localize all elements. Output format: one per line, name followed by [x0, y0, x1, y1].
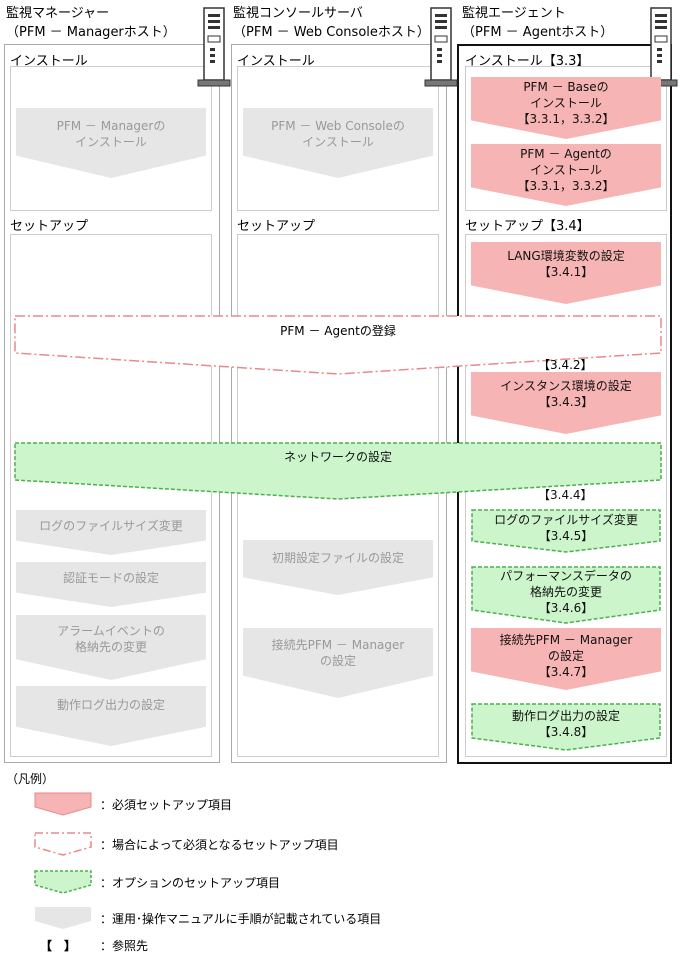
- manager-column-title: 監視マネージャー: [6, 6, 110, 21]
- legend-title: （凡例）: [6, 772, 55, 786]
- agent-setup-label: セットアップ【3.4】: [465, 219, 590, 234]
- agent-column-header: 監視エージェント （PFM － Agentホスト）: [462, 4, 613, 42]
- server-icon: [197, 7, 231, 87]
- legend-reference-text: ：参照先: [100, 939, 149, 953]
- agent-column-host: （PFM － Agentホスト）: [462, 25, 614, 40]
- agent-action-log-step: 動作ログ出力の設定【3.4.8】: [471, 703, 661, 751]
- agent-perf-data-step: パフォーマンスデータの格納先の変更【3.4.6】: [471, 566, 661, 624]
- agent-install-label: インストール【3.3】: [465, 54, 590, 69]
- legend-manual-text: ：運用･操作マニュアルに手順が記載されている項目: [100, 912, 382, 926]
- webconsole-column-host: （PFM － Web Consoleホスト）: [233, 25, 430, 40]
- legend-optional-swatch: [34, 870, 92, 894]
- manager-column-header: 監視マネージャー （PFM － Managerホスト）: [6, 4, 176, 42]
- legend-conditional-swatch: [34, 832, 92, 856]
- legend-optional-text: ：オプションのセットアップ項目: [100, 876, 281, 890]
- network-setting-ref: 【3.4.4】: [538, 488, 593, 502]
- legend-bracket-symbol: 【 】: [40, 939, 77, 953]
- legend-required-text: ：必須セットアップ項目: [100, 798, 233, 812]
- manager-install-label: インストール: [10, 54, 88, 69]
- register-agent-step: PFM － Agentの登録 【3.4.2】: [14, 315, 662, 375]
- network-setting-step: ネットワークの設定 【3.4.4】: [14, 442, 662, 502]
- webconsole-column-header: 監視コンソールサーバ （PFM － Web Consoleホスト）: [233, 4, 430, 42]
- legend-conditional-text: ：場合によって必須となるセットアップ項目: [100, 838, 339, 852]
- network-setting-label: ネットワークの設定: [283, 450, 392, 464]
- register-agent-ref: 【3.4.2】: [538, 358, 593, 372]
- legend-manual-swatch: [35, 907, 91, 929]
- agent-log-size-step: ログのファイルサイズ変更【3.4.5】: [471, 509, 661, 553]
- webconsole-install-label: インストール: [237, 54, 315, 69]
- manager-setup-label: セットアップ: [10, 219, 89, 234]
- manager-column-host: （PFM － Managerホスト）: [6, 25, 176, 40]
- agent-panel: [457, 44, 672, 764]
- legend-required-swatch: [34, 792, 92, 816]
- server-icon: [424, 7, 458, 87]
- agent-column-title: 監視エージェント: [462, 6, 566, 21]
- server-icon: [644, 7, 678, 87]
- webconsole-setup-label: セットアップ: [237, 219, 316, 234]
- register-agent-label: PFM － Agentの登録: [280, 324, 396, 338]
- webconsole-column-title: 監視コンソールサーバ: [233, 6, 363, 21]
